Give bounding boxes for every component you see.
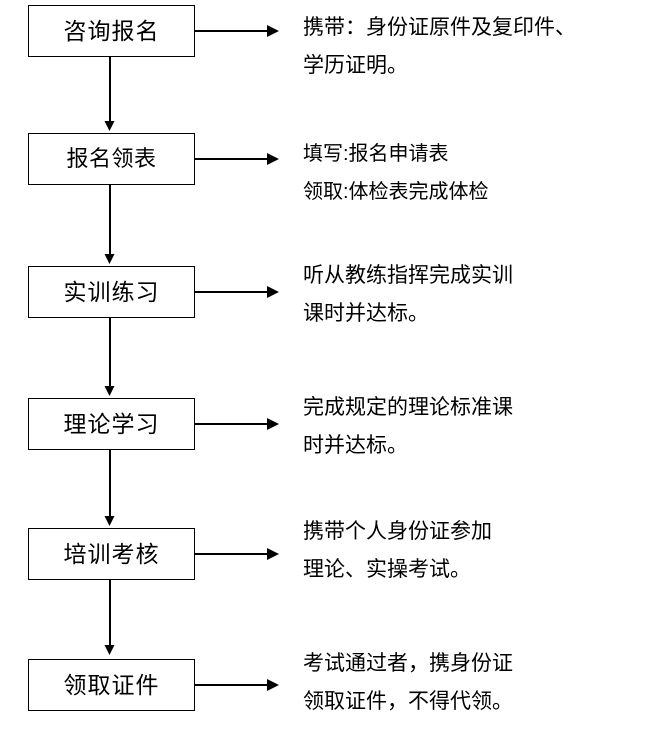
- process-box-step-1[interactable]: 咨询报名: [28, 5, 195, 57]
- connector-head-2-to-3: [104, 254, 115, 264]
- note-line: 携带：身份证原件及复印件、: [303, 15, 576, 39]
- note-line: 课时并达标。: [303, 301, 429, 325]
- process-box-label: 咨询报名: [63, 18, 160, 44]
- arrow-head-step-5: [267, 548, 279, 560]
- process-box-label: 报名领表: [66, 146, 157, 171]
- note-line: 领取:体检表完成体检: [303, 181, 489, 203]
- arrow-shaft-step-2: [195, 158, 267, 161]
- note-line: 时并达标。: [303, 433, 408, 457]
- process-box-step-2[interactable]: 报名领表: [28, 133, 195, 185]
- arrow-head-step-1: [267, 25, 279, 37]
- connector-head-3-to-4: [104, 386, 115, 396]
- note-line: 完成规定的理论标准课: [303, 395, 513, 419]
- note-step-1: 携带：身份证原件及复印件、 学历证明。: [303, 8, 653, 84]
- connector-head-5-to-6: [104, 645, 115, 655]
- arrow-head-step-2: [267, 153, 279, 165]
- arrow-shaft-step-4: [195, 423, 267, 426]
- note-line: 理论、实操考试。: [303, 557, 471, 581]
- arrow-head-step-6: [267, 679, 279, 691]
- process-box-step-4[interactable]: 理论学习: [28, 398, 195, 450]
- note-line: 领取证件，不得代领。: [303, 689, 513, 713]
- process-box-label: 培训考核: [63, 541, 160, 567]
- note-line: 学历证明。: [303, 53, 408, 77]
- process-box-label: 领取证件: [63, 672, 160, 698]
- connector-shaft-2-to-3: [109, 185, 111, 256]
- connector-head-4-to-5: [104, 516, 115, 526]
- arrow-shaft-step-6: [195, 684, 267, 687]
- arrow-head-step-3: [267, 286, 279, 298]
- process-box-label: 实训练习: [63, 279, 160, 305]
- process-box-label: 理论学习: [63, 411, 160, 437]
- connector-shaft-1-to-2: [109, 57, 111, 123]
- note-step-3: 听从教练指挥完成实训 课时并达标。: [303, 256, 653, 332]
- process-box-step-5[interactable]: 培训考核: [28, 528, 195, 580]
- connector-shaft-3-to-4: [109, 318, 111, 388]
- arrow-head-step-4: [267, 418, 279, 430]
- process-box-step-3[interactable]: 实训练习: [28, 266, 195, 318]
- note-line: 考试通过者，携身份证: [303, 651, 513, 675]
- connector-shaft-4-to-5: [109, 450, 111, 516]
- connector-shaft-5-to-6: [109, 580, 111, 647]
- process-box-step-6[interactable]: 领取证件: [28, 659, 195, 711]
- note-line: 填写:报名申请表: [303, 143, 449, 165]
- note-step-6: 考试通过者，携身份证 领取证件，不得代领。: [303, 644, 653, 720]
- arrow-shaft-step-3: [195, 291, 267, 294]
- arrow-shaft-step-5: [195, 553, 267, 556]
- note-line: 听从教练指挥完成实训: [303, 263, 513, 287]
- note-step-4: 完成规定的理论标准课 时并达标。: [303, 388, 653, 464]
- connector-head-1-to-2: [104, 121, 115, 131]
- note-line: 携带个人身份证参加: [303, 519, 492, 543]
- arrow-shaft-step-1: [195, 30, 267, 33]
- note-step-5: 携带个人身份证参加 理论、实操考试。: [303, 512, 653, 588]
- note-step-2: 填写:报名申请表 领取:体检表完成体检: [303, 135, 653, 211]
